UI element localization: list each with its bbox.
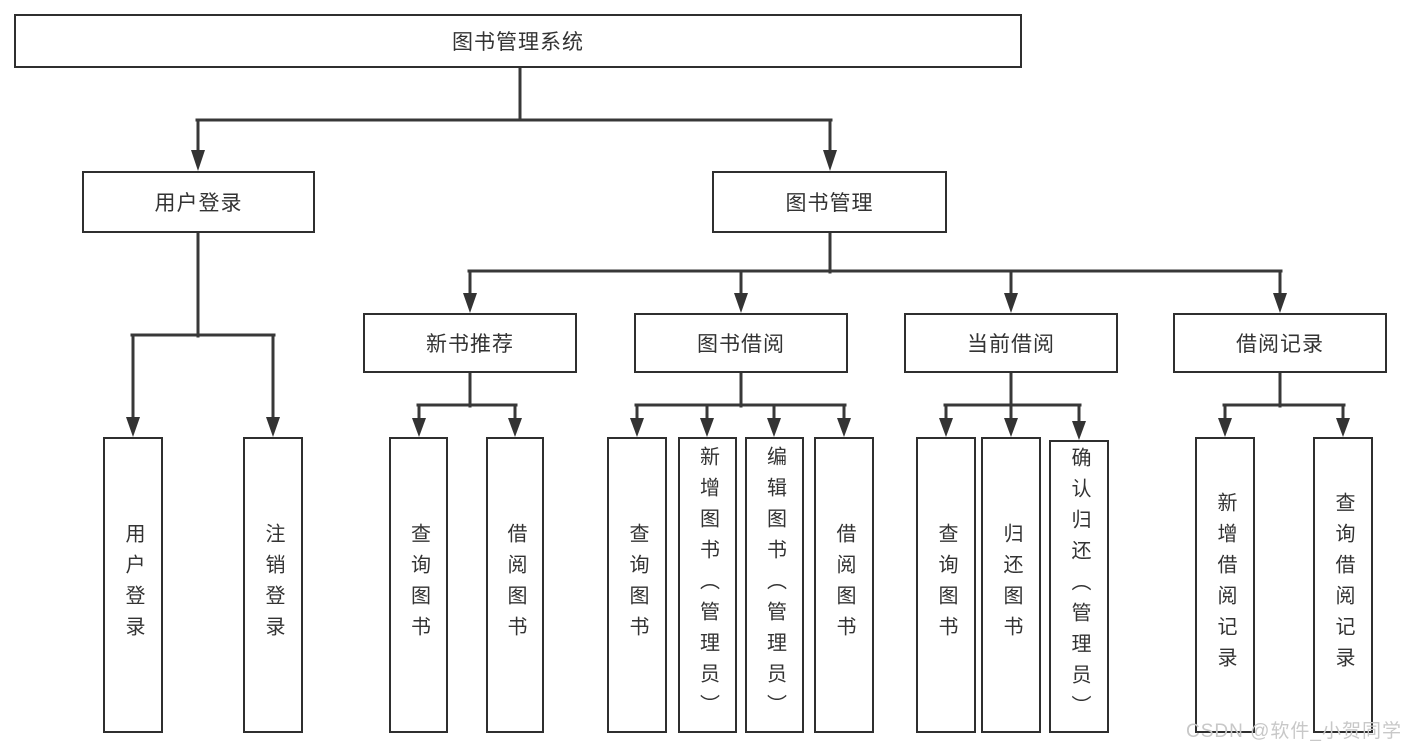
node-user-login: 用户登录 xyxy=(82,171,315,233)
leaf-query-books-borrowing-label: 查询图书 xyxy=(626,523,648,647)
leaf-return-book-label: 归还图书 xyxy=(1000,523,1022,647)
leaf-query-books-borrowing: 查询图书 xyxy=(607,437,667,733)
leaf-logout: 注销登录 xyxy=(243,437,303,733)
leaf-query-books-recommend-label: 查询图书 xyxy=(407,523,430,647)
connector-lines xyxy=(130,66,1346,425)
node-new-book-recommendation-label: 新书推荐 xyxy=(426,333,514,356)
leaf-logout-label: 注销登录 xyxy=(262,523,284,647)
leaf-add-borrow-record: 新增借阅记录 xyxy=(1195,437,1255,733)
leaf-add-borrow-record-label: 新增借阅记录 xyxy=(1214,492,1236,678)
node-book-management-label: 图书管理 xyxy=(785,192,874,215)
leaf-edit-book-admin: 编辑图书（管理员） xyxy=(745,437,804,733)
leaf-query-borrow-record: 查询借阅记录 xyxy=(1313,437,1373,733)
node-borrowing-records-label: 借阅记录 xyxy=(1236,333,1324,356)
node-current-borrowing-label: 当前借阅 xyxy=(967,333,1055,356)
leaf-query-books-current: 查询图书 xyxy=(916,437,976,733)
leaf-borrow-books-recommend: 借阅图书 xyxy=(486,437,544,733)
node-new-book-recommendation: 新书推荐 xyxy=(363,313,577,373)
leaf-query-books-recommend: 查询图书 xyxy=(389,437,448,733)
node-current-borrowing: 当前借阅 xyxy=(904,313,1118,373)
csdn-watermark: CSDN @软件_小贺同学 xyxy=(1186,721,1402,742)
node-book-borrowing-label: 图书借阅 xyxy=(697,333,785,356)
node-book-borrowing: 图书借阅 xyxy=(634,313,848,373)
arrowheads xyxy=(126,150,1350,440)
leaf-borrow-books: 借阅图书 xyxy=(814,437,874,733)
leaf-borrow-books-label: 借阅图书 xyxy=(833,523,855,647)
node-borrowing-records: 借阅记录 xyxy=(1173,313,1387,373)
node-user-login-label: 用户登录 xyxy=(154,192,243,215)
leaf-user-login: 用户登录 xyxy=(103,437,163,733)
leaf-confirm-return-admin: 确认归还（管理员） xyxy=(1049,440,1109,733)
leaf-query-borrow-record-label: 查询借阅记录 xyxy=(1332,492,1354,678)
node-root: 图书管理系统 xyxy=(14,14,1022,68)
leaf-query-books-current-label: 查询图书 xyxy=(935,523,957,647)
leaf-confirm-return-admin-label: 确认归还（管理员） xyxy=(1068,447,1090,726)
node-book-management: 图书管理 xyxy=(712,171,947,233)
leaf-add-book-admin-label: 新增图书（管理员） xyxy=(696,445,719,725)
leaf-borrow-books-recommend-label: 借阅图书 xyxy=(504,523,526,647)
leaf-edit-book-admin-label: 编辑图书（管理员） xyxy=(763,445,786,725)
leaf-add-book-admin: 新增图书（管理员） xyxy=(678,437,737,733)
node-root-label: 图书管理系统 xyxy=(452,31,584,54)
leaf-user-login-label: 用户登录 xyxy=(122,523,144,647)
leaf-return-book: 归还图书 xyxy=(981,437,1041,733)
